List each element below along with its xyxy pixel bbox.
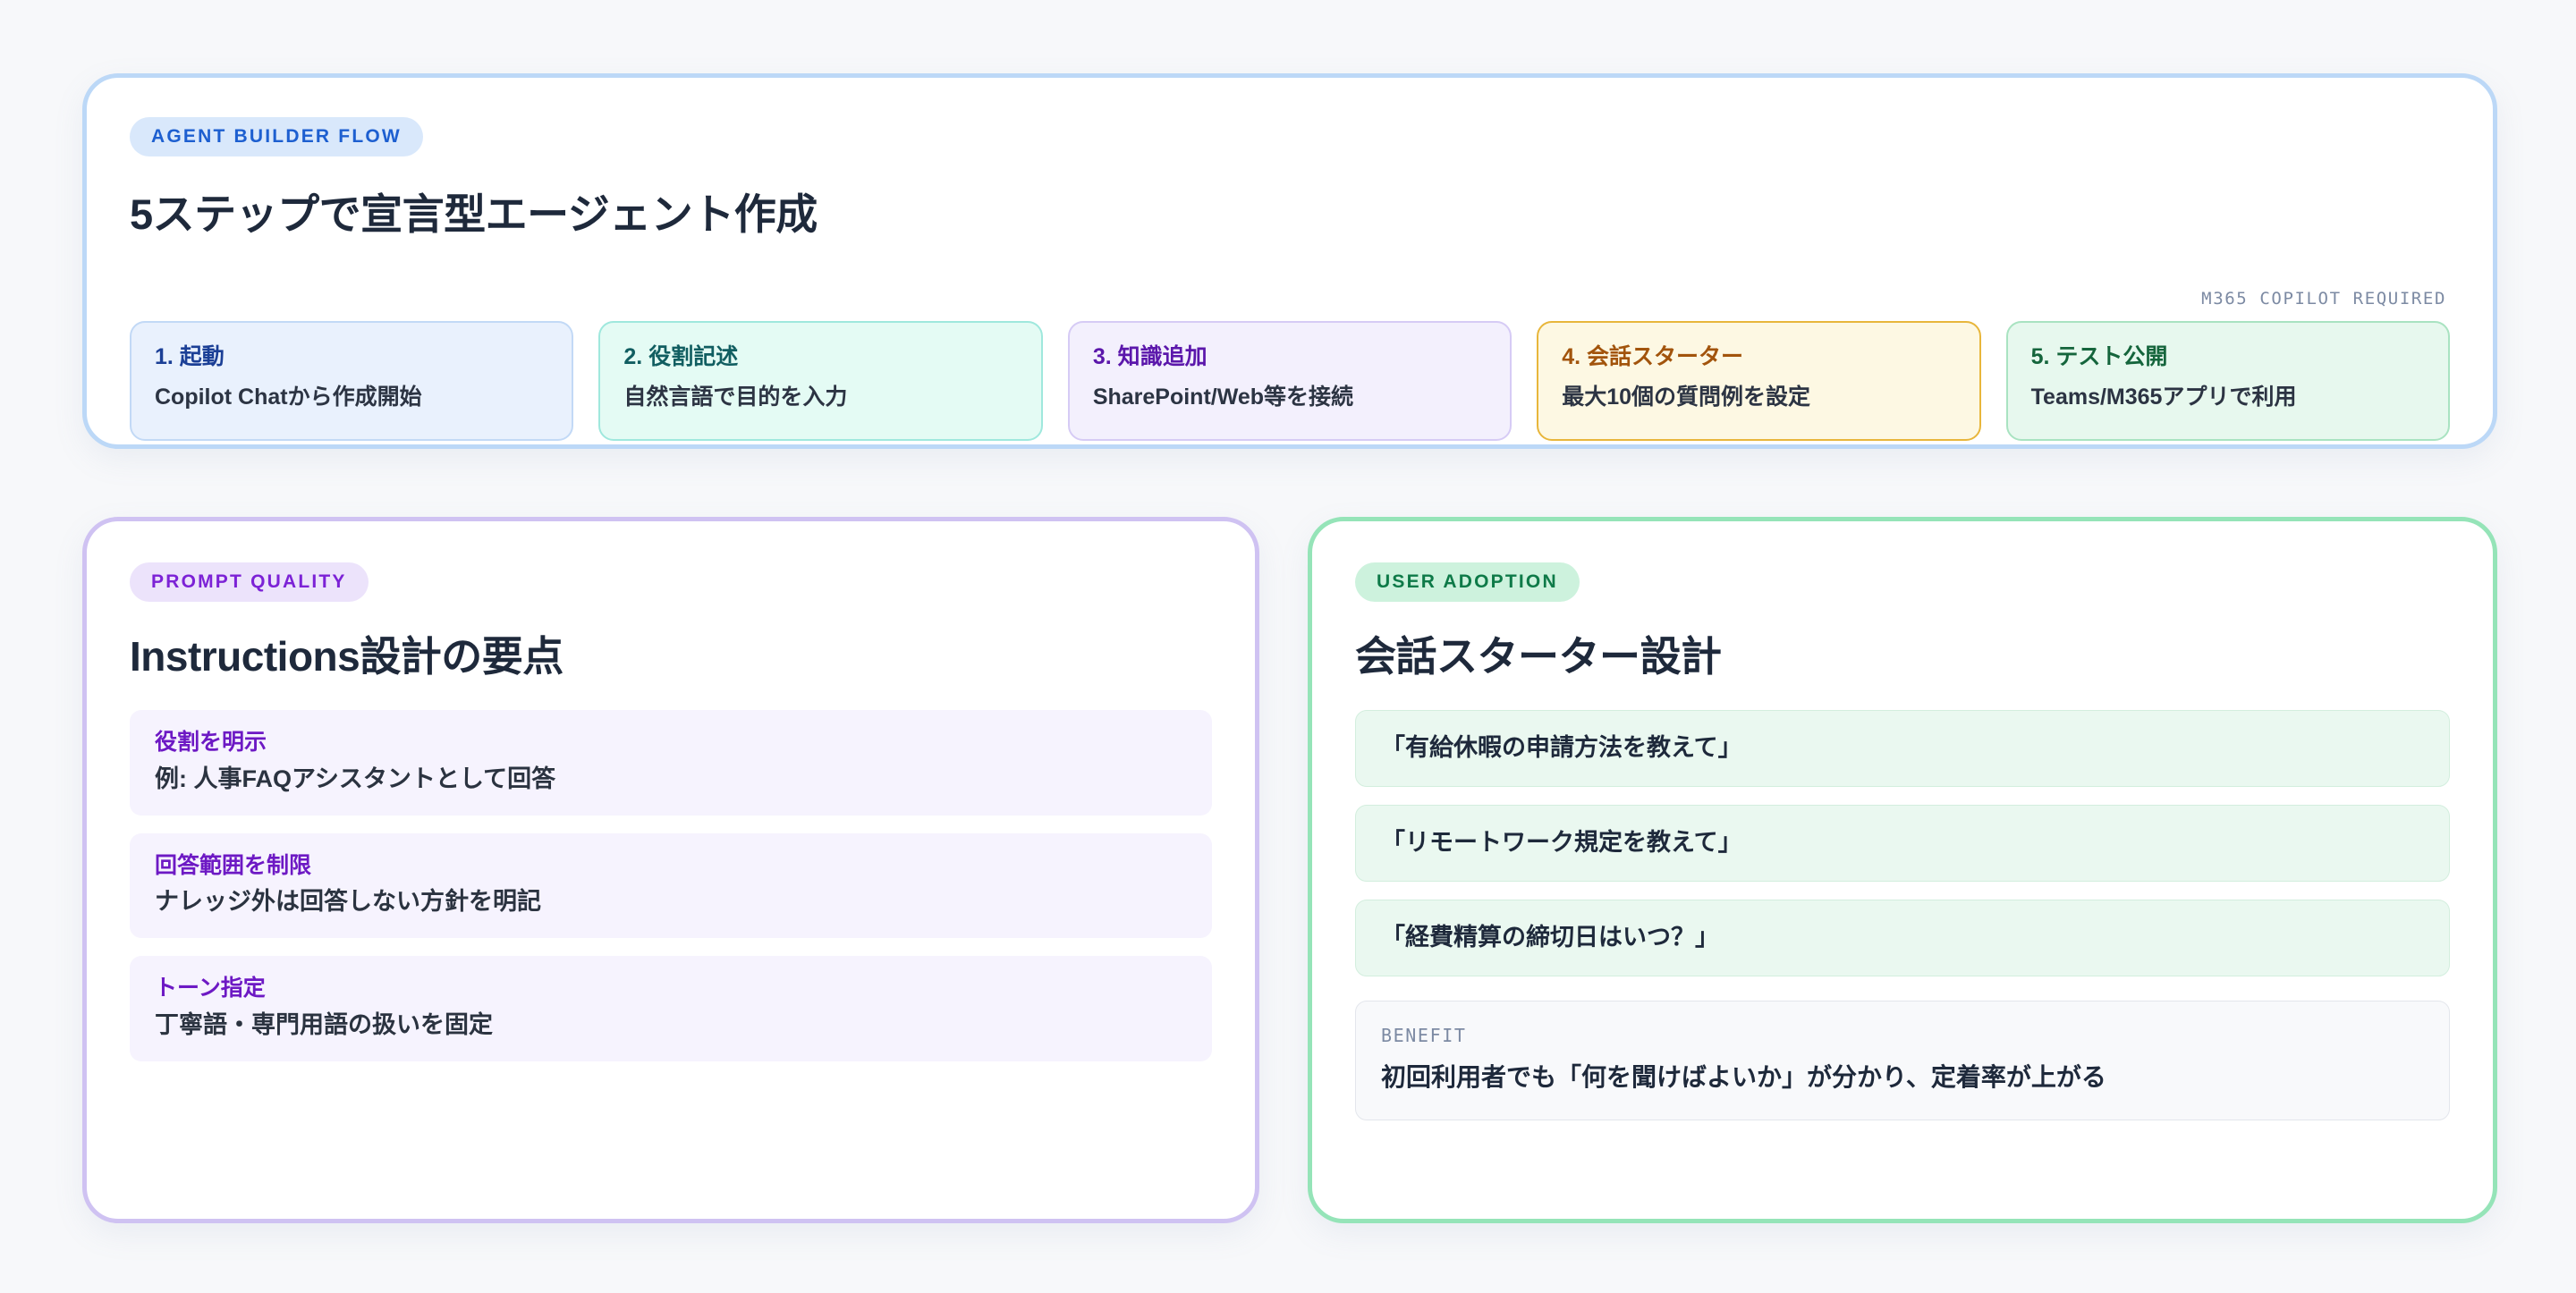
tip-body: 例: 人事FAQアシスタントとして回答 bbox=[155, 765, 556, 792]
tip-head: 役割を明示 bbox=[155, 730, 267, 755]
prompt-quality-panel: PROMPT QUALITY Instructions設計の要点 役割を明示 例… bbox=[82, 517, 1259, 1223]
user-adoption-panel: USER ADOPTION 会話スターター設計 「有給休暇の申請方法を教えて」 … bbox=[1308, 517, 2497, 1223]
tip-item[interactable]: 役割を明示 例: 人事FAQアシスタントとして回答 bbox=[130, 710, 1212, 816]
agent-builder-flow-panel: AGENT BUILDER FLOW 5ステップで宣言型エージェント作成 M36… bbox=[82, 73, 2497, 449]
step-desc: 最大10個の質問例を設定 bbox=[1562, 384, 1811, 410]
tip-item[interactable]: 回答範囲を制限 ナレッジ外は回答しない方針を明記 bbox=[130, 832, 1212, 939]
step-title: 5. テスト公開 bbox=[2030, 344, 2168, 369]
step-card-2[interactable]: 2. 役割記述 自然言語で目的を入力 bbox=[598, 321, 1043, 441]
prompt-quality-title: Instructions設計の要点 bbox=[130, 633, 564, 680]
step-title: 1. 起動 bbox=[155, 344, 225, 369]
starter-item[interactable]: 「リモートワーク規定を教えて」 bbox=[1355, 805, 2450, 883]
flow-title: 5ステップで宣言型エージェント作成 bbox=[130, 190, 818, 238]
step-card-5[interactable]: 5. テスト公開 Teams/M365アプリで利用 bbox=[2005, 321, 2451, 441]
step-desc: 自然言語で目的を入力 bbox=[623, 384, 848, 410]
tip-head: トーン指定 bbox=[155, 976, 266, 1001]
user-adoption-title: 会話スターター設計 bbox=[1355, 633, 1722, 680]
step-card-1[interactable]: 1. 起動 Copilot Chatから作成開始 bbox=[130, 321, 574, 441]
user-adoption-badge: USER ADOPTION bbox=[1355, 562, 1580, 602]
step-desc: SharePoint/Web等を接続 bbox=[1092, 384, 1354, 410]
flow-badge: AGENT BUILDER FLOW bbox=[130, 117, 423, 156]
tip-body: ナレッジ外は回答しない方針を明記 bbox=[155, 888, 541, 916]
step-title: 2. 役割記述 bbox=[623, 344, 739, 369]
step-title: 4. 会話スターター bbox=[1562, 344, 1744, 369]
step-card-list: 1. 起動 Copilot Chatから作成開始 2. 役割記述 自然言語で目的… bbox=[130, 321, 2451, 441]
starter-item[interactable]: 「有給休暇の申請方法を教えて」 bbox=[1355, 710, 2450, 788]
step-card-4-highlighted[interactable]: 4. 会話スターター 最大10個の質問例を設定 bbox=[1537, 321, 1981, 441]
benefit-card: BENEFIT 初回利用者でも「何を聞けばよいか」が分かり、定着率が上がる bbox=[1355, 1001, 2450, 1120]
tip-item[interactable]: トーン指定 丁寧語・専門用語の扱いを固定 bbox=[130, 956, 1212, 1061]
benefit-text: 初回利用者でも「何を聞けばよいか」が分かり、定着率が上がる bbox=[1381, 1063, 2106, 1092]
starter-item[interactable]: 「経費精算の締切日はいつ？」 bbox=[1355, 900, 2450, 977]
tip-head: 回答範囲を制限 bbox=[155, 852, 312, 878]
benefit-label: BENEFIT bbox=[1381, 1025, 1467, 1047]
step-desc: Teams/M365アプリで利用 bbox=[2030, 384, 2297, 410]
step-title: 3. 知識追加 bbox=[1092, 344, 1208, 369]
tip-body: 丁寧語・専門用語の扱いを固定 bbox=[155, 1010, 493, 1038]
step-desc: Copilot Chatから作成開始 bbox=[155, 384, 422, 410]
prompt-quality-badge: PROMPT QUALITY bbox=[130, 562, 369, 602]
requirement-note: M365 COPILOT REQUIRED bbox=[2201, 289, 2446, 308]
step-card-3[interactable]: 3. 知識追加 SharePoint/Web等を接続 bbox=[1067, 321, 1513, 441]
